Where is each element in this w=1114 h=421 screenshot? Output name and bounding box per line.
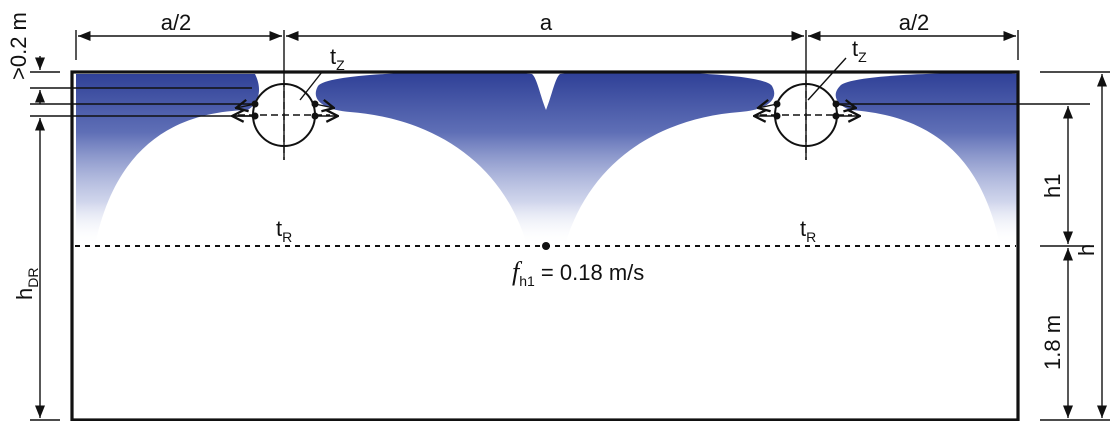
dim-label-1-8m: 1.8 m [1040, 315, 1065, 370]
label-tr-right: tR [800, 216, 816, 245]
label-tr-left: tR [276, 216, 292, 245]
jet-plume-left-edge [76, 74, 260, 245]
dim-label-h: h [1074, 244, 1099, 256]
label-tz-right: tZ [852, 36, 867, 65]
label-velocity: fh1 = 0.18 m/s [512, 257, 644, 289]
dim-label-a: a [540, 10, 553, 35]
measurement-point [542, 242, 550, 250]
room-outline [70, 70, 1020, 421]
dim-label-top-gap: >0.2 m [6, 12, 31, 80]
dim-label-hdr: hDR [12, 268, 41, 300]
air-jet-plumes [76, 71, 1018, 246]
jet-plume-center [315, 71, 775, 246]
label-tz-left: tZ [330, 44, 345, 73]
right-dimensions [1040, 71, 1110, 421]
jet-plume-right-edge [835, 73, 1018, 245]
dim-label-a-half-left: a/2 [161, 10, 192, 35]
outlet-height-reference-lines [30, 87, 1090, 117]
dim-label-h1: h1 [1040, 174, 1065, 198]
dim-label-a-half-right: a/2 [899, 10, 930, 35]
left-dimensions [30, 56, 60, 421]
